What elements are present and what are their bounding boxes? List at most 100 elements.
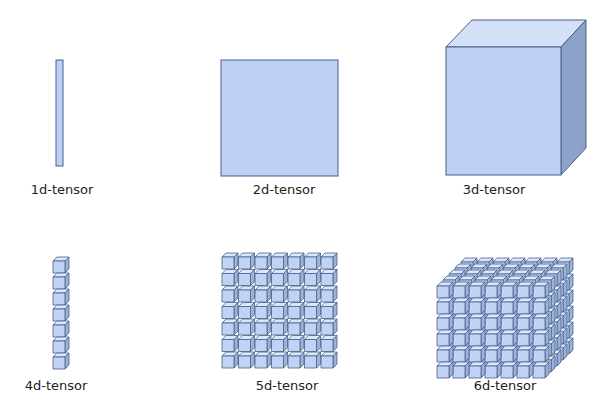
cube-face: [557, 334, 561, 350]
cube-face: [465, 314, 469, 330]
cube-face: [321, 307, 333, 319]
cube-face: [222, 356, 234, 368]
cube-face: [569, 306, 573, 322]
cube-face: [453, 318, 465, 330]
cube-face: [222, 323, 234, 335]
cube-face: [333, 270, 337, 286]
cube-face: [255, 290, 267, 302]
cube-face: [513, 314, 517, 330]
cube-face: [449, 282, 453, 298]
cube-face: [333, 286, 337, 302]
cube-face: [529, 346, 533, 362]
cube-face: [557, 286, 561, 302]
cube-face: [533, 366, 545, 378]
cube-face: [234, 352, 238, 368]
cube-face: [239, 274, 251, 286]
tensor-label: 5d-tensor: [256, 378, 319, 394]
cube-face: [288, 340, 300, 352]
cube-face: [317, 319, 321, 335]
cube-face: [251, 336, 255, 352]
cube-face: [485, 350, 497, 362]
cube-face: [300, 336, 304, 352]
cube-face: [305, 274, 317, 286]
cube-face: [321, 356, 333, 368]
cube-face: [481, 362, 485, 378]
cube-face: [557, 270, 561, 286]
cube-face: [529, 298, 533, 314]
cube-face: [465, 282, 469, 298]
cube-face: [557, 302, 561, 318]
cube-face: [239, 340, 251, 352]
cube-face: [497, 314, 501, 330]
cube-face: [569, 274, 573, 290]
cube-face: [53, 357, 65, 369]
cube-face: [501, 350, 513, 362]
cube-face: [563, 328, 567, 344]
cube-face: [485, 334, 497, 346]
cube-face: [333, 336, 337, 352]
cube-face: [53, 309, 65, 321]
cube-face: [300, 303, 304, 319]
cube-face: [255, 274, 267, 286]
cube-face: [533, 334, 545, 346]
cube-face: [563, 264, 567, 280]
cube-face: [234, 319, 238, 335]
cube-face: [288, 290, 300, 302]
cube-face: [255, 356, 267, 368]
cube-face: [485, 318, 497, 330]
cube-face: [317, 286, 321, 302]
cube-face: [234, 270, 238, 286]
cube-face: [569, 338, 573, 354]
cube-face: [485, 302, 497, 314]
cube-face: [497, 282, 501, 298]
cube-face: [267, 319, 271, 335]
cube-face: [305, 307, 317, 319]
cube-face: [65, 273, 69, 289]
cube-face: [501, 318, 513, 330]
cube-face: [251, 286, 255, 302]
cube-face: [284, 270, 288, 286]
cube-face: [569, 290, 573, 306]
cube-face: [267, 286, 271, 302]
cube-face: [437, 286, 449, 298]
cube-face: [501, 366, 513, 378]
cube-face: [465, 346, 469, 362]
cube-face: [251, 253, 255, 269]
cube-face: [251, 352, 255, 368]
tensor-label: 2d-tensor: [253, 182, 316, 198]
cube-face: [65, 321, 69, 337]
cube-face: [569, 322, 573, 338]
cube-face: [449, 362, 453, 378]
cube-face: [481, 298, 485, 314]
cube-face: [551, 308, 555, 324]
cube-face: [317, 352, 321, 368]
cube-face: [305, 290, 317, 302]
cube-face: [529, 362, 533, 378]
cube-face: [533, 286, 545, 298]
cube-face: [255, 340, 267, 352]
cube-face: [529, 330, 533, 346]
cube-face: [517, 334, 529, 346]
cube-face: [267, 352, 271, 368]
cube-face: [267, 336, 271, 352]
cube-face: [300, 253, 304, 269]
cube-face: [449, 298, 453, 314]
cube-face: [267, 270, 271, 286]
cube-face: [497, 346, 501, 362]
cube-face: [251, 319, 255, 335]
cube-face: [284, 253, 288, 269]
cube-face: [437, 350, 449, 362]
cube-face: [234, 303, 238, 319]
cube-face: [569, 258, 573, 274]
cube-face: [469, 286, 481, 298]
cube-face: [517, 302, 529, 314]
cube-face: [469, 318, 481, 330]
cube-face: [437, 318, 449, 330]
tensor-label: 1d-tensor: [31, 182, 94, 198]
cube-face: [533, 302, 545, 314]
cube-face: [53, 277, 65, 289]
cube-face: [321, 290, 333, 302]
cube-face: [239, 307, 251, 319]
cube-face: [321, 257, 333, 269]
